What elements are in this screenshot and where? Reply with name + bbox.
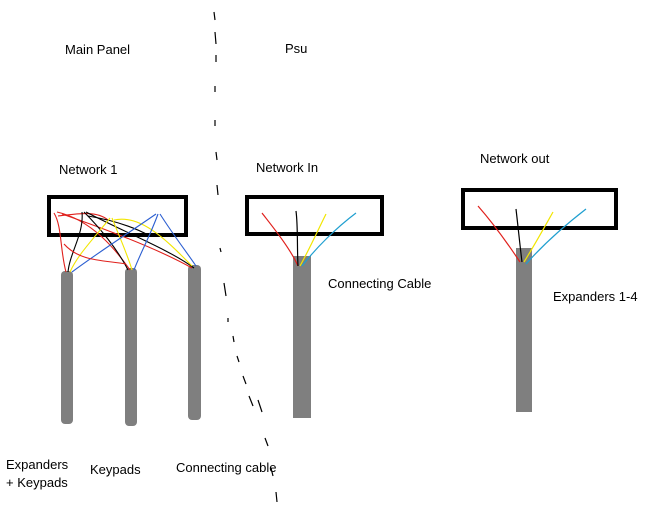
expanders-keypads-cable [61, 271, 73, 424]
network-in-wires [261, 210, 357, 267]
expanders-keypads-label-line1: Expanders [6, 457, 69, 472]
network-out-terminal [461, 188, 618, 230]
wire-red [477, 205, 521, 263]
wire-black-1 [67, 211, 83, 273]
network-1-wires [53, 211, 197, 273]
wire-blue-2 [133, 213, 159, 271]
expanders-keypads-label-line2: + Keypads [6, 475, 68, 490]
wire-yellow [299, 213, 327, 267]
expanders-1-4-label: Expanders 1-4 [553, 289, 638, 304]
psu-label: Psu [285, 41, 308, 56]
wire-yellow-2 [111, 217, 133, 271]
network-in-label: Network In [256, 160, 319, 175]
wire-yellow-1 [69, 217, 111, 273]
network-out-label: Network out [480, 151, 550, 166]
wire-red-5 [63, 243, 127, 265]
connecting-cable-label-bottom: Connecting cable [176, 460, 277, 475]
network-1-label: Network 1 [59, 162, 118, 177]
wire-red [261, 212, 299, 267]
network-1-terminal [47, 195, 188, 237]
wire-yellow [523, 211, 554, 263]
wire-blue-3 [159, 213, 197, 267]
wire-black [515, 208, 523, 263]
main-panel-label: Main Panel [65, 42, 131, 57]
expanders-1-4-cable [516, 248, 532, 412]
keypads-cable [125, 268, 137, 426]
wire-black [295, 210, 299, 267]
wire-yellow-3 [113, 218, 193, 267]
wire-blue-1 [71, 213, 157, 273]
connecting-cable-label-right: Connecting Cable [328, 276, 432, 291]
connecting-cable-left [188, 265, 201, 420]
wire-black-4 [87, 215, 151, 237]
wire-red-3 [61, 213, 193, 269]
divider-line [213, 11, 278, 503]
keypads-label: Keypads [90, 462, 141, 477]
connecting-cable-middle [293, 256, 311, 418]
wire-cyan [525, 208, 587, 265]
network-out-wires [477, 205, 587, 265]
network-in-terminal [245, 195, 384, 236]
wire-red-2 [56, 211, 131, 271]
wire-cyan [301, 212, 357, 267]
wire-red-1 [53, 212, 67, 273]
